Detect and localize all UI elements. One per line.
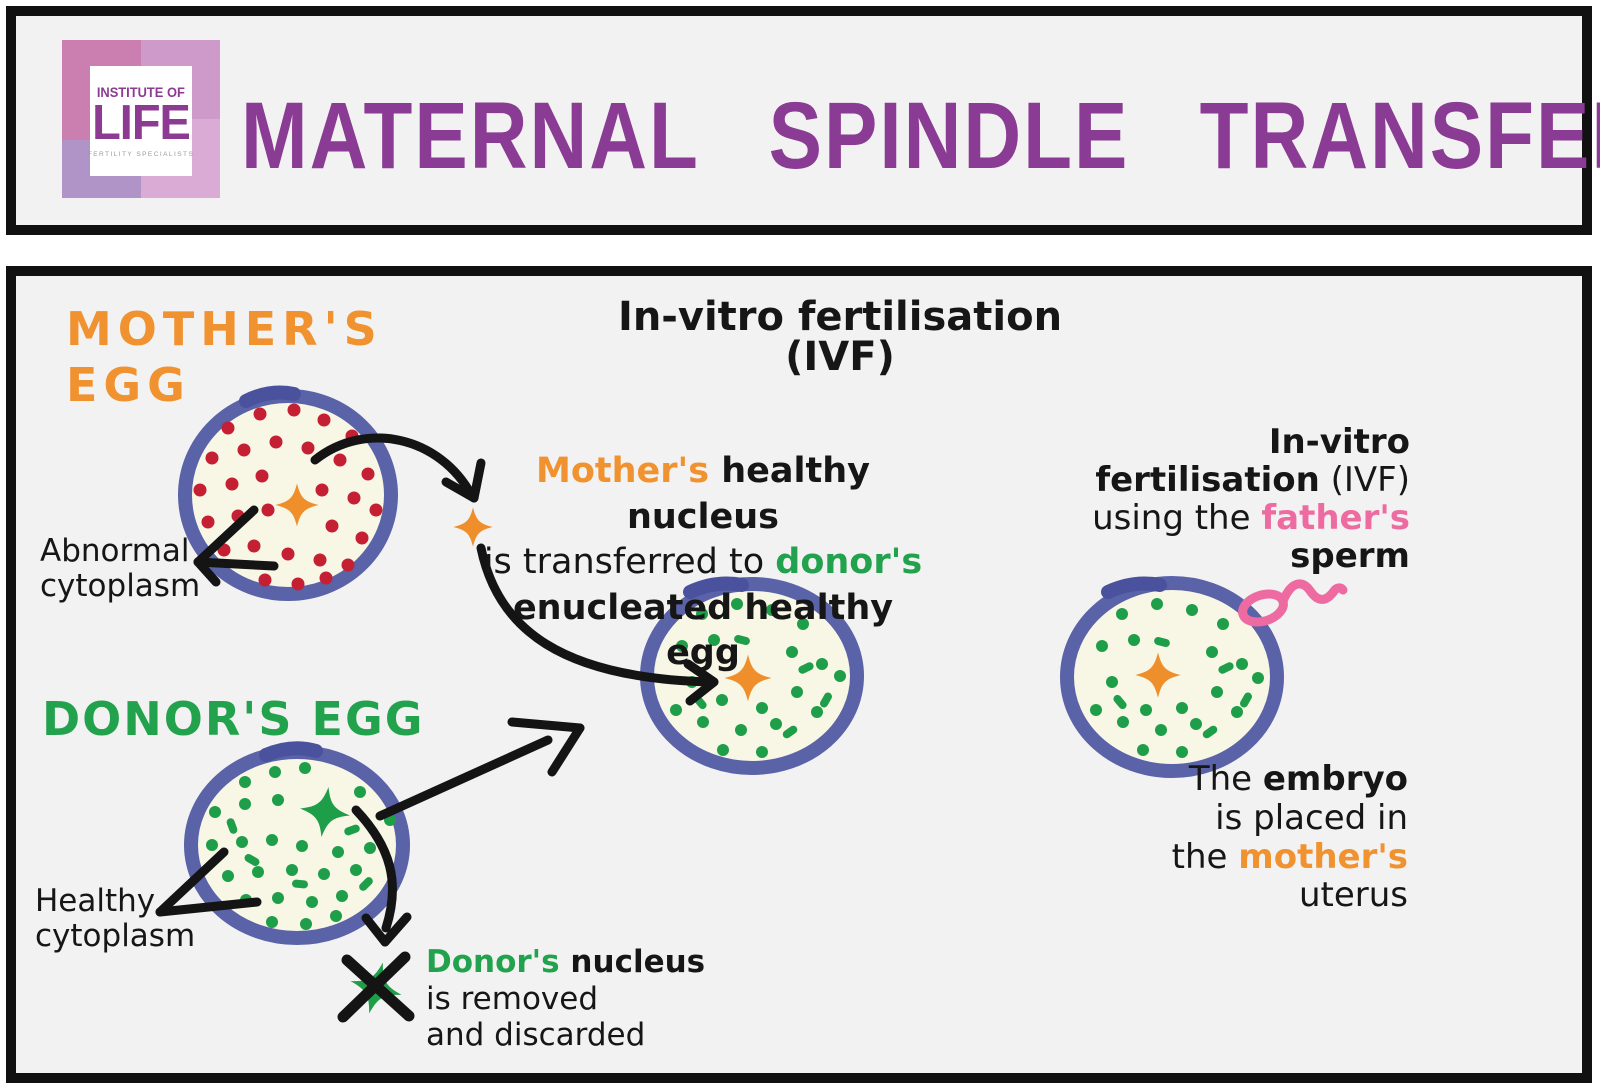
mothers-egg-label-line2: EGG	[66, 358, 191, 413]
embryo-line4: uterus	[1298, 875, 1408, 916]
logo-top-line: INSTITUTE OF	[96, 84, 186, 101]
transfer-caption-line2: is transferred to donor's	[478, 540, 928, 586]
abnormal-mitochondria-dots	[193, 403, 383, 591]
fathers-accent-word: father's	[1261, 498, 1410, 539]
discard-line1-rest: nucleus	[559, 944, 706, 980]
fertilisation-word: fertilisation	[1095, 460, 1320, 501]
ivf-right-line1: In-vitro	[1268, 422, 1410, 462]
sperm-icon	[1238, 579, 1348, 627]
donors-accent-word: donor's	[775, 542, 923, 582]
embryo-line1-pre: The	[1188, 759, 1263, 799]
arrow-donor-egg-to-transfer	[375, 717, 585, 821]
mothers-egg-label: MOTHER'S EGG	[66, 301, 383, 413]
transfer-line1-rest: healthy nucleus	[626, 451, 870, 537]
healthy-line2: cytoplasm	[35, 917, 196, 954]
embryo-line3: the mother's	[1060, 836, 1408, 877]
transfer-caption: Mother's healthy nucleus is transferred …	[478, 449, 928, 677]
discard-caption-line1: Donor's nucleus	[426, 944, 705, 981]
cross-out-icon	[337, 951, 415, 1023]
membrane-accent	[683, 576, 749, 599]
donors-egg-label: DONOR'S EGG	[42, 692, 425, 746]
arrow-nucleus-transfer	[476, 543, 719, 706]
mothers-accent-word: mother's	[1238, 836, 1408, 877]
mothers-accent-word: Mother's	[536, 451, 710, 491]
mothers-egg-label-line1: MOTHER'S	[66, 302, 383, 356]
arrow-healthy-cytoplasm-pointer	[155, 847, 262, 917]
transfer-caption-line3: enucleated healthy egg	[512, 587, 894, 674]
abnormal-line2: cytoplasm	[40, 567, 201, 604]
embryo-egg-illustration	[1060, 576, 1348, 778]
logo-name: LIFE	[92, 94, 191, 150]
embryo-line2: is placed in	[1215, 797, 1408, 838]
abnormal-cytoplasm-label: Abnormal cytoplasm	[40, 534, 200, 603]
arrow-abnormal-cytoplasm-pointer	[193, 505, 279, 587]
logo-tagline: FERTILITY SPECIALISTS	[87, 150, 195, 158]
institute-of-life-logo: INSTITUTE OF LIFE FERTILITY SPECIALISTS	[62, 40, 220, 198]
arrow-nucleus-discard	[351, 805, 412, 947]
ivf-right-line3: using the father's	[1060, 499, 1410, 537]
discard-caption-line2: is removed	[426, 980, 599, 1017]
embryo-caption: The embryo is placed in the mother's ute…	[1060, 760, 1408, 915]
discard-caption-line3: and discarded	[426, 1017, 646, 1054]
transfer-line2-pre: is transferred to	[483, 542, 776, 582]
transfer-caption-line1: Mother's healthy nucleus	[478, 449, 928, 540]
ivf-heading: In-vitro fertilisation (IVF)	[617, 294, 1063, 380]
discarded-nucleus-illustration	[337, 951, 415, 1023]
ivf-abbrev: (IVF)	[1319, 460, 1410, 501]
ivf-right-line4: sperm	[1290, 536, 1410, 577]
donors-egg-illustration	[184, 741, 410, 945]
membrane-accent	[259, 741, 323, 762]
header-panel: INSTITUTE OF LIFE FERTILITY SPECIALISTS …	[6, 6, 1600, 235]
membrane-accent	[1101, 576, 1167, 599]
embryo-line1: The embryo	[1060, 760, 1408, 799]
embryo-word: embryo	[1262, 759, 1408, 799]
ivf-right-line2: fertilisation (IVF)	[1060, 461, 1410, 499]
abnormal-line1: Abnormal	[40, 533, 190, 569]
donors-accent-word: Donor's	[426, 944, 560, 980]
membrane-accent	[239, 385, 301, 408]
healthy-mitochondria-dots	[206, 762, 396, 930]
discard-caption: Donor's nucleus is removed and discarded	[426, 944, 705, 1054]
page-title: MATERNAL SPINDLE TRANSFER	[241, 83, 1600, 189]
embryo-line3-pre: the	[1171, 836, 1239, 877]
logo-card: INSTITUTE OF LIFE FERTILITY SPECIALISTS	[87, 66, 195, 176]
arrow-nucleus-extraction	[310, 433, 486, 503]
healthy-mitochondria-dots	[1090, 598, 1264, 758]
healthy-cytoplasm-label: Healthy cytoplasm	[35, 884, 195, 953]
healthy-line1: Healthy	[35, 883, 156, 919]
ivf-right-line3-pre: using the	[1092, 498, 1262, 539]
ivf-right-caption: In-vitro fertilisation (IVF) using the f…	[1060, 423, 1410, 575]
